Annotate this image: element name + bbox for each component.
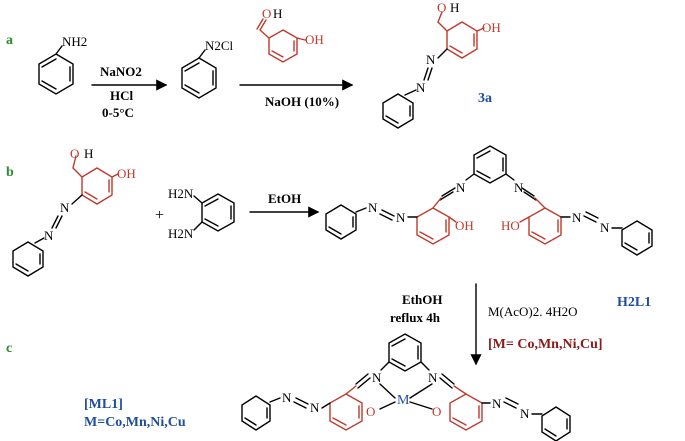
diazonium-n2cl: N2Cl <box>205 38 234 53</box>
reagent-temp: 0-5°C <box>102 105 134 120</box>
section-label-b: b <box>6 165 14 180</box>
b-n1: N <box>60 200 70 215</box>
opd-h2n-2: H2N <box>168 226 194 241</box>
lig-azo-r1: N <box>572 210 582 225</box>
label-3a: 3a <box>478 91 492 106</box>
metal-complex-ml1: N N M O O N N N N <box>241 333 571 441</box>
plus-sign: + <box>155 207 164 224</box>
azo-salicylaldehyde: O H OH N N <box>12 146 136 277</box>
salicylaldehyde: O H OH <box>256 6 324 63</box>
reagent-etoh: EtOH <box>268 191 301 206</box>
opd-h2n-1: H2N <box>168 186 194 201</box>
aniline: NH2 <box>38 34 87 95</box>
lig-azo-l1: N <box>396 210 406 225</box>
b-o: O <box>70 146 79 161</box>
reagent-metal-acetate: M(AcO)2. 4H2O <box>488 304 578 319</box>
cx-azo-r1: N <box>492 396 502 411</box>
label-h2l1: H2L1 <box>617 295 651 310</box>
sal-h: H <box>273 6 282 21</box>
cx-azo-r2: N <box>520 406 530 421</box>
cx-azo-l1: N <box>310 400 320 415</box>
sal-oh: OH <box>305 32 324 47</box>
p3a-h: H <box>450 0 459 15</box>
section-label-a: a <box>6 33 13 48</box>
p3a-n1: N <box>426 52 436 67</box>
ligand-h2l1: N N OH N N HO N N <box>325 145 653 256</box>
reagent-ethoh: EthOH <box>402 292 442 307</box>
lig-n-left: N <box>456 180 466 195</box>
section-label-c: c <box>6 341 12 356</box>
reagent-hcl: HCl <box>110 88 134 103</box>
cx-o-right: O <box>432 404 441 419</box>
lig-ho: HO <box>501 218 520 233</box>
lig-azo-l2: N <box>368 200 378 215</box>
label-metal-series: M=Co,Mn,Ni,Cu <box>84 415 186 430</box>
reagent-nano2: NaNO2 <box>100 64 142 79</box>
p3a-oh: OH <box>482 20 501 35</box>
b-oh: OH <box>117 166 136 181</box>
b-h: H <box>84 146 93 161</box>
lig-oh: OH <box>455 218 474 233</box>
cx-o-left: O <box>366 404 375 419</box>
label-ml1: [ML1] <box>84 397 123 412</box>
reagent-naoh: NaOH (10%) <box>265 94 339 109</box>
sal-o: O <box>262 6 271 21</box>
b-n2: N <box>44 228 54 243</box>
lig-azo-r2: N <box>600 220 610 235</box>
label-metal-list: [M= Co,Mn,Ni,Cu] <box>488 337 603 352</box>
p3a-n2: N <box>416 80 426 95</box>
cx-n-right: N <box>428 370 438 385</box>
aniline-nh2: NH2 <box>62 34 87 49</box>
p3a-o: O <box>437 0 446 15</box>
cx-n-left: N <box>372 370 382 385</box>
o-phenylenediamine: H2N H2N <box>168 186 235 241</box>
reagent-reflux: reflux 4h <box>390 310 441 325</box>
cx-azo-l2: N <box>282 390 292 405</box>
benzenediazonium-chloride: N2Cl <box>181 38 234 99</box>
product-3a: O H OH N N 3a <box>382 0 501 129</box>
lig-n-right: N <box>514 180 524 195</box>
cx-metal: M <box>397 393 410 408</box>
